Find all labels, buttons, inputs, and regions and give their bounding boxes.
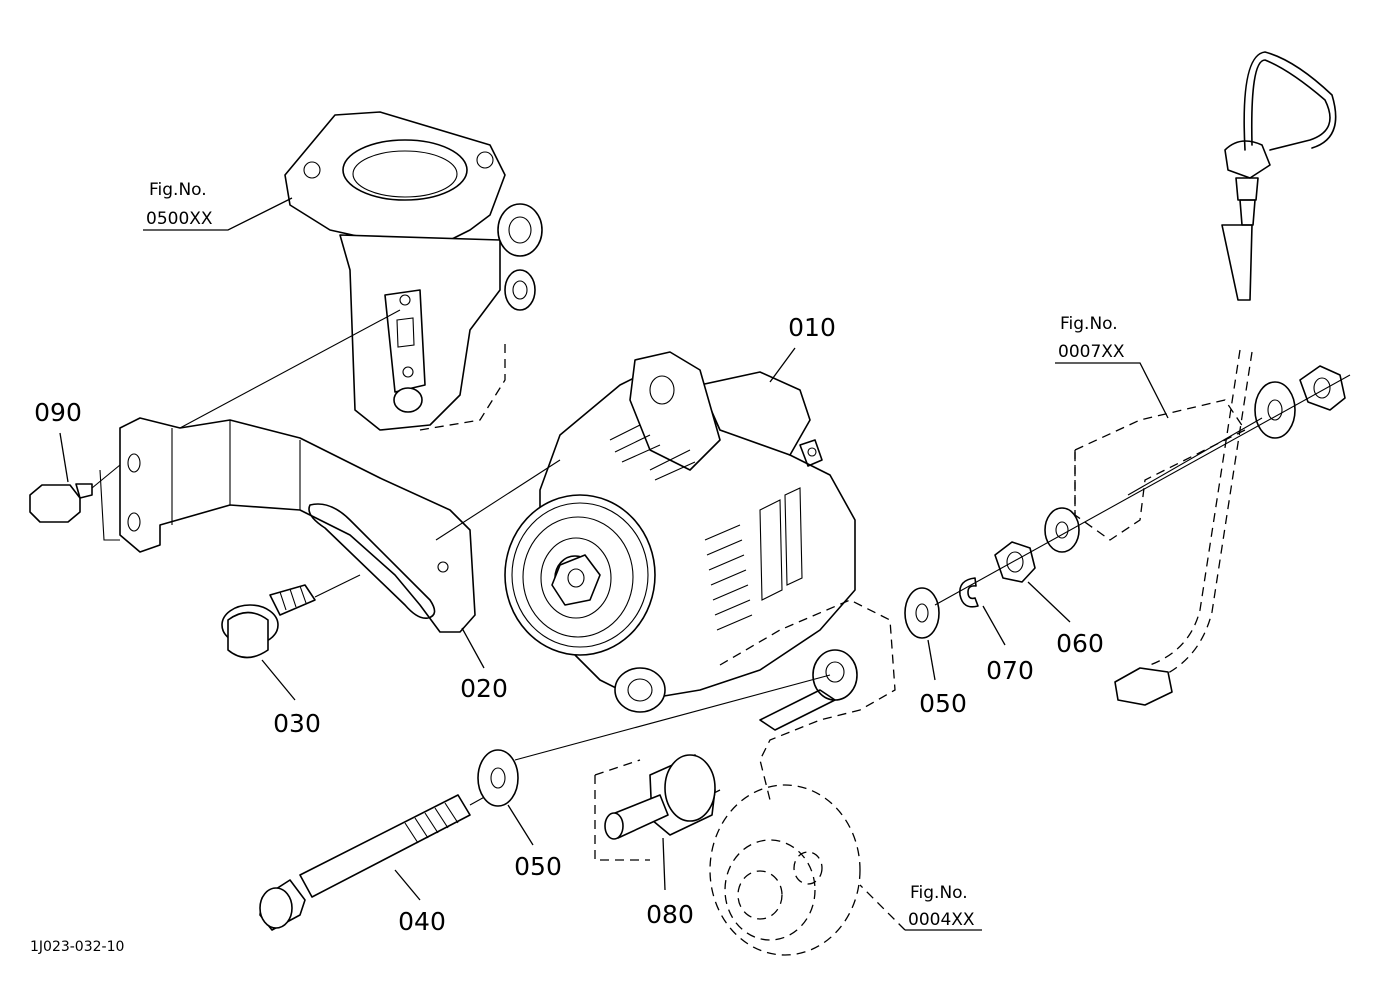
label-030: 030	[273, 709, 321, 738]
leader-lines	[59, 197, 1169, 931]
part-050-washer-lower	[477, 749, 519, 807]
part-040-long-bolt	[259, 779, 516, 931]
figure-ref-code-0500: 0500XX	[146, 209, 213, 229]
alternator-pulley	[504, 494, 656, 656]
label-010: 010	[788, 313, 836, 342]
drawing-code: 1J023-032-10	[30, 939, 124, 955]
gear-case-housing	[594, 599, 896, 956]
part-060-nut	[994, 541, 1036, 583]
part-070-spring-washer	[958, 577, 979, 608]
upper-washer-nut-set	[1044, 365, 1346, 553]
label-070: 070	[986, 656, 1034, 685]
part-020-stay-bracket	[119, 417, 476, 633]
figure-ref-code-0007: 0007XX	[1058, 342, 1125, 362]
figure-ref-title-0004: Fig.No.	[910, 883, 968, 903]
part-090-bolt	[29, 464, 121, 541]
part-010-alternator	[504, 351, 856, 713]
part-050-washer-upper	[904, 587, 940, 639]
part-080-spacer	[604, 754, 716, 840]
label-020: 020	[460, 674, 508, 703]
label-040: 040	[398, 907, 446, 936]
figure-references: Fig.No. 0500XX Fig.No. 0007XX Fig.No. 00…	[146, 180, 1125, 930]
alternator-vent-slots	[609, 424, 803, 631]
alignment-lines	[179, 309, 1351, 761]
figure-ref-title-0007: Fig.No.	[1060, 314, 1118, 334]
label-090: 090	[34, 398, 82, 427]
part-labels: 010 020 030 040 050 050 060 070 080 090	[34, 313, 1104, 936]
figure-ref-title-0500: Fig.No.	[149, 180, 207, 200]
dipstick-bracket	[1074, 399, 1246, 541]
label-060: 060	[1056, 629, 1104, 658]
label-050-upper: 050	[919, 689, 967, 718]
label-080: 080	[646, 900, 694, 929]
label-050-lower: 050	[514, 852, 562, 881]
oil-dipstick	[1114, 51, 1337, 706]
part-030-flange-bolt	[221, 574, 361, 659]
water-flange-housing	[284, 111, 543, 431]
figure-ref-code-0004: 0004XX	[908, 910, 975, 930]
